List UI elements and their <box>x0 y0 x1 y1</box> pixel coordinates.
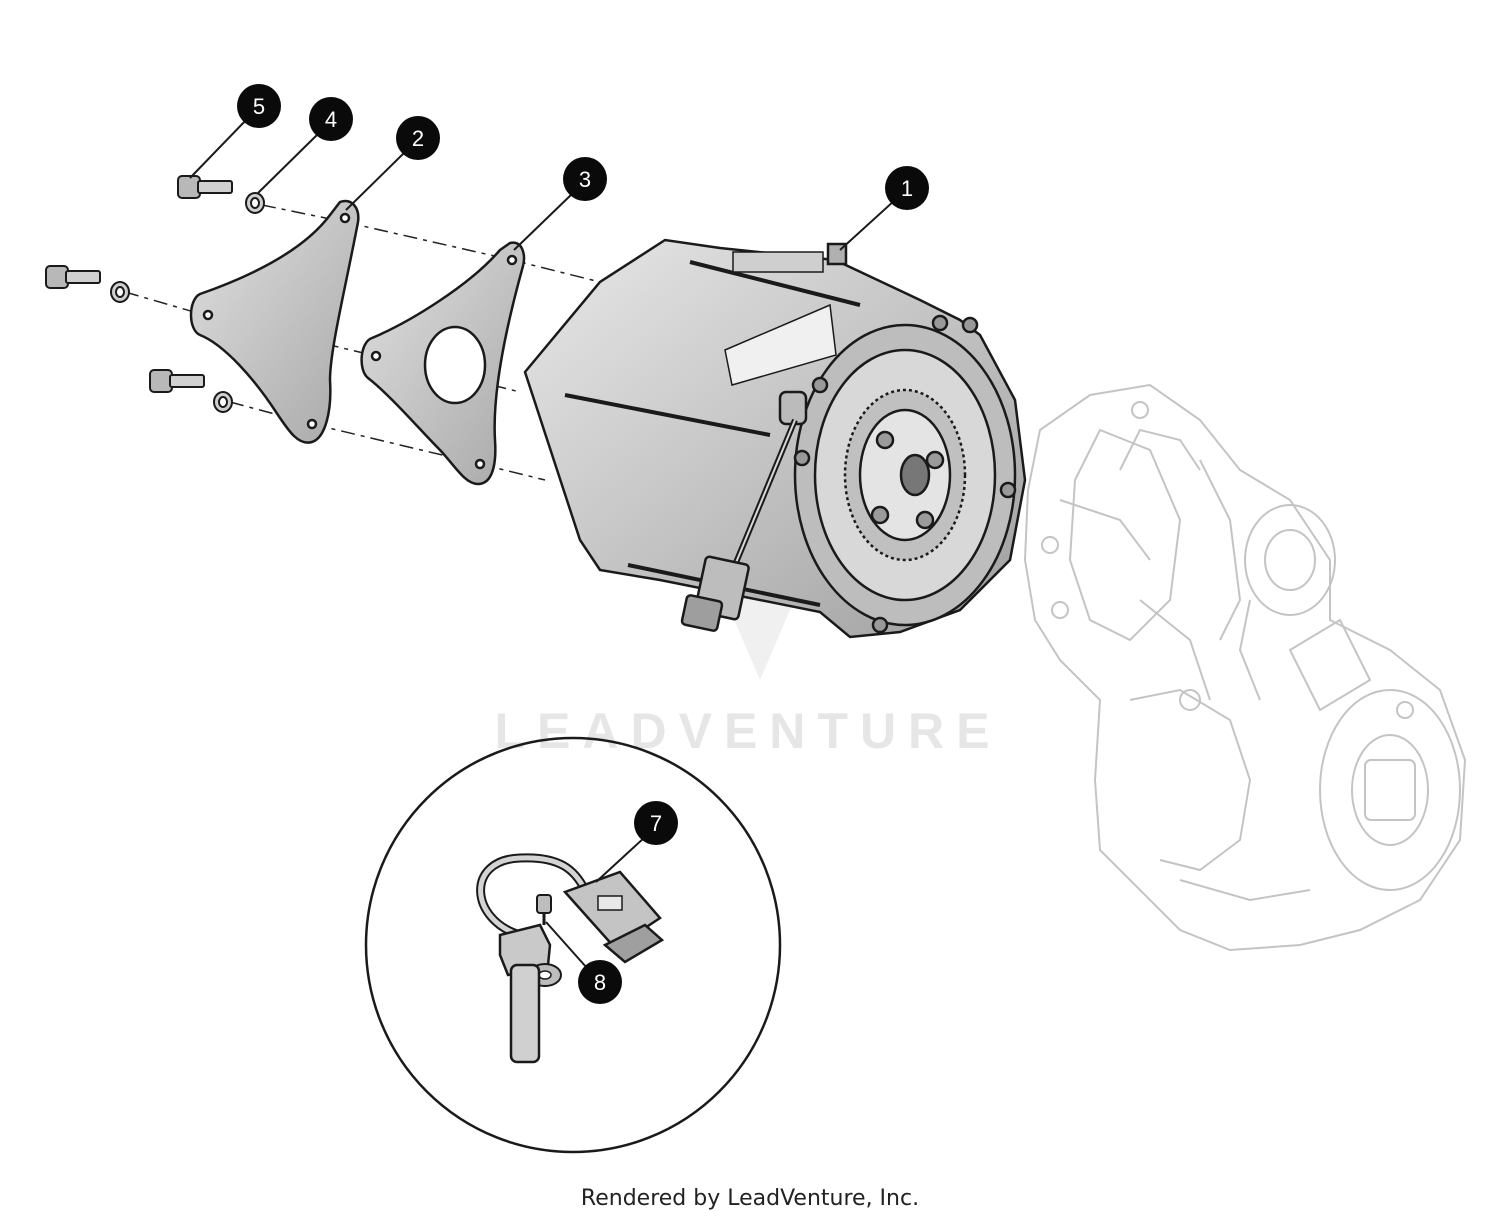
mounting-plate <box>189 199 360 444</box>
bolt-bottom <box>149 369 205 393</box>
callout-3: 3 <box>563 157 607 201</box>
svg-text:5: 5 <box>253 94 265 119</box>
callout-8: 8 <box>578 960 622 1004</box>
callout-1: 1 <box>885 166 929 210</box>
alignment-lines <box>124 204 601 481</box>
footer-credit: Rendered by LeadVenture, Inc. <box>580 1186 920 1211</box>
bolt-middle <box>45 265 101 289</box>
bolt-top <box>177 175 233 199</box>
electric-motor <box>523 238 1027 639</box>
svg-text:7: 7 <box>650 811 662 836</box>
callout-5: 5 <box>237 84 281 128</box>
svg-text:3: 3 <box>579 167 591 192</box>
svg-text:1: 1 <box>901 176 913 201</box>
washers <box>110 192 265 413</box>
svg-text:4: 4 <box>325 107 337 132</box>
ghost-transaxle <box>1023 383 1467 952</box>
sensor-detail-view <box>364 736 782 1154</box>
svg-text:8: 8 <box>594 970 606 995</box>
leader-lines <box>189 117 896 969</box>
watermark-text: LEADVENTURE <box>494 703 1001 759</box>
callout-2: 2 <box>396 116 440 160</box>
callout-4: 4 <box>309 97 353 141</box>
svg-text:2: 2 <box>412 126 424 151</box>
adapter-plate <box>360 241 526 486</box>
callout-7: 7 <box>634 801 678 845</box>
